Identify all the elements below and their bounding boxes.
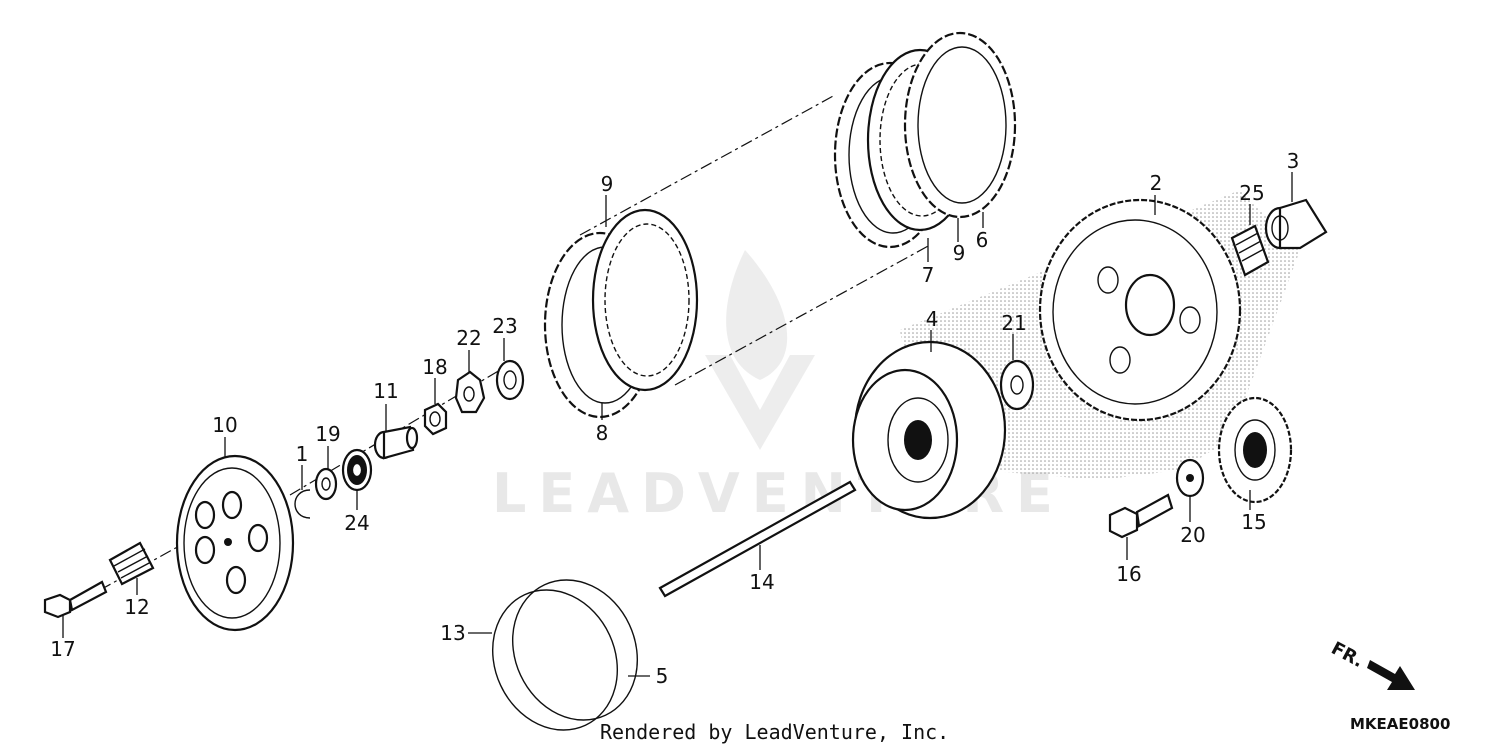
- leader-lines: [62, 172, 1293, 677]
- callout-17: 17: [50, 637, 75, 661]
- part-10-pressure-plate[interactable]: [175, 454, 295, 632]
- callout-1: 1: [296, 442, 309, 466]
- part-14-push-rod[interactable]: [658, 480, 857, 598]
- callout-3: 3: [1287, 149, 1300, 173]
- callout-13: 13: [440, 621, 465, 645]
- part-22-lock-washer[interactable]: [454, 370, 486, 414]
- callout-21: 21: [1001, 311, 1026, 335]
- part-13-spring-ring[interactable]: [470, 569, 640, 750]
- part-17-bolt[interactable]: [43, 580, 108, 619]
- diagram-code: MKEAE0800: [1350, 715, 1450, 733]
- part-23-washer[interactable]: [495, 359, 525, 401]
- part-20-washer[interactable]: [1175, 458, 1205, 498]
- part-11-lifter[interactable]: [373, 425, 419, 460]
- part-19-washer[interactable]: [314, 467, 338, 501]
- arrow-right-icon: [1367, 660, 1415, 690]
- part-12-spring[interactable]: [108, 541, 155, 586]
- callout-14: 14: [749, 570, 774, 594]
- callout-9-right: 9: [953, 241, 966, 265]
- callout-11: 11: [373, 379, 398, 403]
- callout-10: 10: [212, 413, 237, 437]
- part-16-bolt[interactable]: [1108, 493, 1174, 539]
- callout-6: 6: [976, 228, 989, 252]
- fr-label: FR.: [1328, 638, 1367, 672]
- callout-19: 19: [315, 422, 340, 446]
- part-18-nut[interactable]: [423, 402, 448, 436]
- callouts: 1 2 3 4 5 6 7 8 9 9 10 11 12 13 14 15 16…: [50, 149, 1299, 688]
- callout-12: 12: [124, 595, 149, 619]
- callout-16: 16: [1116, 562, 1141, 586]
- part-6-friction-disc[interactable]: [903, 31, 1017, 219]
- callout-9-left: 9: [601, 172, 614, 196]
- callout-25: 25: [1239, 181, 1264, 205]
- callout-20: 20: [1180, 523, 1205, 547]
- callout-23: 23: [492, 314, 517, 338]
- callout-4: 4: [926, 307, 939, 331]
- callout-18: 18: [422, 355, 447, 379]
- part-9-clutch-plate-left[interactable]: [591, 208, 699, 392]
- part-3-collar[interactable]: [1264, 198, 1328, 250]
- callout-24: 24: [344, 511, 369, 535]
- callout-5: 5: [656, 664, 669, 688]
- part-1-circlip[interactable]: [294, 489, 311, 519]
- part-25-needle-bearing[interactable]: [1230, 224, 1270, 277]
- callout-2: 2: [1150, 171, 1163, 195]
- render-credit: Rendered by LeadVenture, Inc.: [600, 720, 949, 744]
- callout-15: 15: [1241, 510, 1266, 534]
- part-24-bearing[interactable]: [341, 448, 373, 492]
- part-4-clutch-center[interactable]: [851, 340, 1007, 520]
- part-5-spring-ring[interactable]: [490, 559, 660, 740]
- front-direction-indicator: FR.: [1328, 638, 1415, 690]
- part-21-washer[interactable]: [999, 359, 1035, 411]
- callout-22: 22: [456, 326, 481, 350]
- part-15-gear[interactable]: [1217, 396, 1293, 504]
- part-2-clutch-outer[interactable]: [1038, 198, 1242, 422]
- callout-7: 7: [922, 263, 935, 287]
- callout-8: 8: [596, 421, 609, 445]
